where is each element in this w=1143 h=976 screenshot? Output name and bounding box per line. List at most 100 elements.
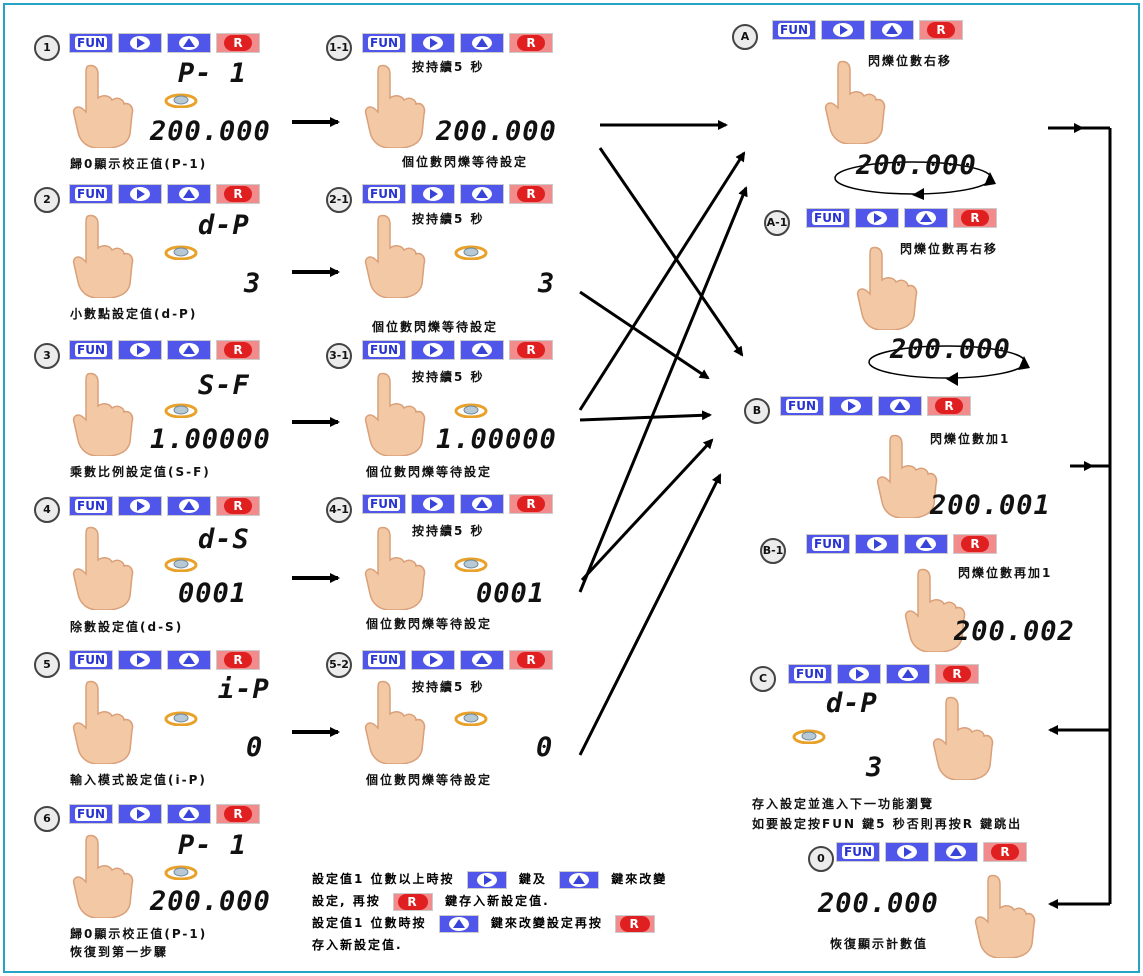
- play-key[interactable]: [885, 842, 929, 862]
- play-key[interactable]: [837, 664, 881, 684]
- fun-key[interactable]: FUN: [69, 33, 113, 53]
- r-key[interactable]: R: [509, 340, 553, 360]
- play-key[interactable]: [118, 496, 162, 516]
- play-key[interactable]: [411, 33, 455, 53]
- r-key[interactable]: R: [953, 534, 997, 554]
- up-key[interactable]: [460, 494, 504, 514]
- up-key[interactable]: [460, 33, 504, 53]
- fun-key[interactable]: FUN: [69, 650, 113, 670]
- up-key-inline: [438, 914, 479, 933]
- up-key[interactable]: [167, 33, 211, 53]
- up-key[interactable]: [460, 340, 504, 360]
- r-key[interactable]: R: [216, 33, 260, 53]
- up-key[interactable]: [460, 650, 504, 670]
- fun-key[interactable]: FUN: [69, 496, 113, 516]
- play-key[interactable]: [118, 340, 162, 360]
- fun-key[interactable]: FUN: [772, 20, 816, 40]
- state-badge-a: A: [732, 24, 758, 50]
- fun-key[interactable]: FUN: [362, 650, 406, 670]
- pointing-hand-icon: [360, 62, 430, 148]
- step-badge: 2: [34, 187, 60, 213]
- up-key[interactable]: [167, 340, 211, 360]
- up-key[interactable]: [934, 842, 978, 862]
- fun-key[interactable]: FUN: [362, 340, 406, 360]
- play-key[interactable]: [829, 396, 873, 416]
- up-key[interactable]: [878, 396, 922, 416]
- fun-key[interactable]: FUN: [788, 664, 832, 684]
- key-row: FUN R: [362, 650, 553, 670]
- fun-key[interactable]: FUN: [362, 494, 406, 514]
- play-icon: [130, 343, 150, 357]
- fun-key[interactable]: FUN: [69, 340, 113, 360]
- play-key[interactable]: [411, 650, 455, 670]
- up-arrow-icon: [448, 916, 469, 931]
- step-caption: 歸0顯示校正值(P-1): [70, 157, 208, 171]
- r-key[interactable]: R: [216, 340, 260, 360]
- play-key[interactable]: [118, 804, 162, 824]
- fun-key[interactable]: FUN: [362, 184, 406, 204]
- up-key[interactable]: [904, 534, 948, 554]
- r-key[interactable]: R: [919, 20, 963, 40]
- r-key[interactable]: R: [927, 396, 971, 416]
- r-key[interactable]: R: [935, 664, 979, 684]
- value-display: 200.000: [856, 150, 977, 181]
- play-key[interactable]: [411, 494, 455, 514]
- r-key[interactable]: R: [983, 842, 1027, 862]
- note-line: 設定值1 位數以上時按 鍵及 鍵來改變: [312, 868, 752, 890]
- r-key[interactable]: R: [216, 184, 260, 204]
- fun-key[interactable]: FUN: [362, 33, 406, 53]
- play-key[interactable]: [118, 184, 162, 204]
- up-key[interactable]: [167, 650, 211, 670]
- fun-key[interactable]: FUN: [806, 208, 850, 228]
- play-icon: [130, 499, 150, 513]
- fun-key[interactable]: FUN: [69, 804, 113, 824]
- up-key[interactable]: [167, 804, 211, 824]
- function-code-display: P- 1: [178, 58, 248, 89]
- play-key[interactable]: [821, 20, 865, 40]
- state-caption: 存入設定並進入下一功能瀏覽: [752, 797, 935, 811]
- r-key[interactable]: R: [509, 33, 553, 53]
- r-key[interactable]: R: [216, 650, 260, 670]
- substep-caption: 個位數閃爍等待設定: [366, 773, 493, 787]
- fun-key[interactable]: FUN: [780, 396, 824, 416]
- key-row: FUN R: [69, 650, 260, 670]
- key-row: FUN R: [362, 33, 553, 53]
- fun-key[interactable]: FUN: [69, 184, 113, 204]
- r-key[interactable]: R: [216, 496, 260, 516]
- up-key[interactable]: [870, 20, 914, 40]
- up-key[interactable]: [167, 496, 211, 516]
- up-arrow-icon: [179, 807, 199, 821]
- key-row: FUN R: [69, 340, 260, 360]
- key-row: FUN R: [772, 20, 963, 40]
- play-icon: [423, 497, 443, 511]
- play-key[interactable]: [118, 33, 162, 53]
- r-key-inline: R: [615, 914, 656, 933]
- fun-key[interactable]: FUN: [836, 842, 880, 862]
- play-icon: [130, 807, 150, 821]
- value-display: 3: [538, 268, 556, 299]
- up-key[interactable]: [460, 184, 504, 204]
- play-key[interactable]: [855, 534, 899, 554]
- state-badge-c: C: [750, 666, 776, 692]
- key-row: FUN R: [788, 664, 979, 684]
- r-key[interactable]: R: [509, 184, 553, 204]
- value-display: 200.000: [890, 334, 1011, 365]
- play-key[interactable]: [855, 208, 899, 228]
- fun-key[interactable]: FUN: [806, 534, 850, 554]
- r-key[interactable]: R: [216, 804, 260, 824]
- hold-instruction: 按持續5 秒: [412, 60, 485, 74]
- play-key[interactable]: [118, 650, 162, 670]
- play-key[interactable]: [411, 184, 455, 204]
- function-code-display: d-S: [198, 524, 250, 555]
- r-key[interactable]: R: [509, 494, 553, 514]
- play-key[interactable]: [411, 340, 455, 360]
- up-key[interactable]: [167, 184, 211, 204]
- up-key[interactable]: [904, 208, 948, 228]
- up-key[interactable]: [886, 664, 930, 684]
- r-key[interactable]: R: [509, 650, 553, 670]
- function-code-display: d-P: [198, 210, 250, 241]
- up-arrow-icon: [882, 23, 902, 37]
- value-display: 200.000: [150, 886, 271, 917]
- r-key[interactable]: R: [953, 208, 997, 228]
- pointing-hand-icon: [360, 370, 430, 456]
